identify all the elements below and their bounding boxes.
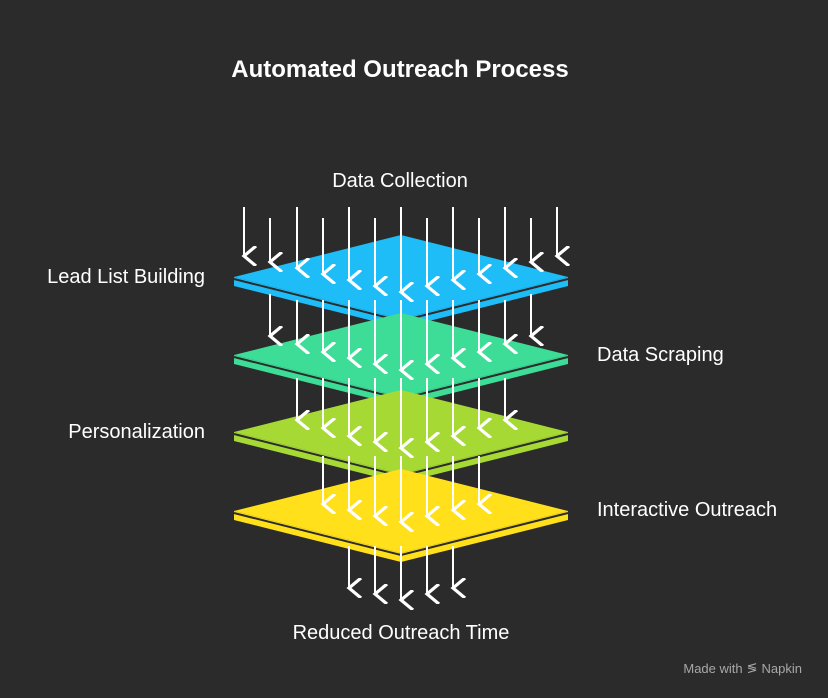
- layer-side: [234, 511, 568, 562]
- napkin-logo-icon: ≶: [746, 660, 758, 675]
- flow-arrows: [244, 207, 557, 600]
- watermark-made-with: Made with: [683, 660, 743, 676]
- layer-side: [234, 277, 568, 328]
- bottom-label: Reduced Outreach Time: [292, 622, 510, 644]
- diagram-title: Automated Outreach Process: [231, 56, 569, 83]
- layer-label-personalization: Personalization: [68, 421, 205, 443]
- layer-label-lead-list-building: Lead List Building: [47, 266, 205, 288]
- watermark-brand: Napkin: [761, 660, 802, 676]
- layer-side: [234, 355, 568, 406]
- layer-side: [234, 432, 568, 483]
- watermark: Made with ≶ Napkin: [683, 660, 802, 676]
- layer-label-interactive-outreach: Interactive Outreach: [597, 499, 778, 521]
- layer-label-data-scraping: Data Scraping: [597, 344, 724, 366]
- top-label: Data Collection: [332, 170, 468, 192]
